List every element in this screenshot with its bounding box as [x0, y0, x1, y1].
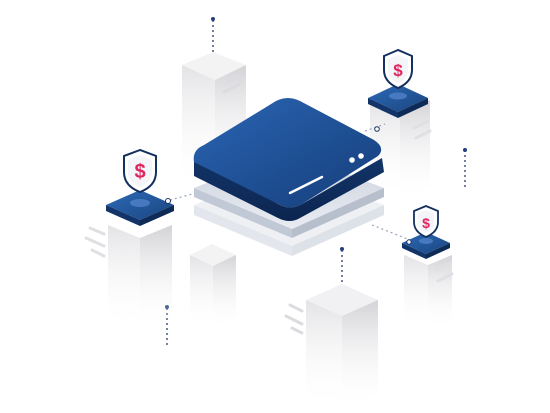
gray-tower-bottom-center	[284, 284, 378, 410]
dollar-shield-icon: $	[413, 205, 439, 238]
svg-text:$: $	[134, 161, 145, 183]
gray-tower-bottom-right	[404, 255, 454, 330]
shield-bottom-right: $	[402, 205, 450, 259]
dollar-shield-icon: $	[123, 148, 157, 194]
shield-top-right: $	[368, 48, 428, 132]
gray-tower-left	[84, 225, 172, 330]
svg-text:$: $	[422, 215, 430, 231]
svg-text:$: $	[393, 61, 403, 80]
gray-tower-right	[370, 100, 432, 200]
server-hub	[193, 98, 384, 256]
shield-left: $	[106, 148, 174, 226]
dollar-shield-icon: $	[383, 48, 413, 90]
gray-tower-center-small	[190, 244, 236, 330]
